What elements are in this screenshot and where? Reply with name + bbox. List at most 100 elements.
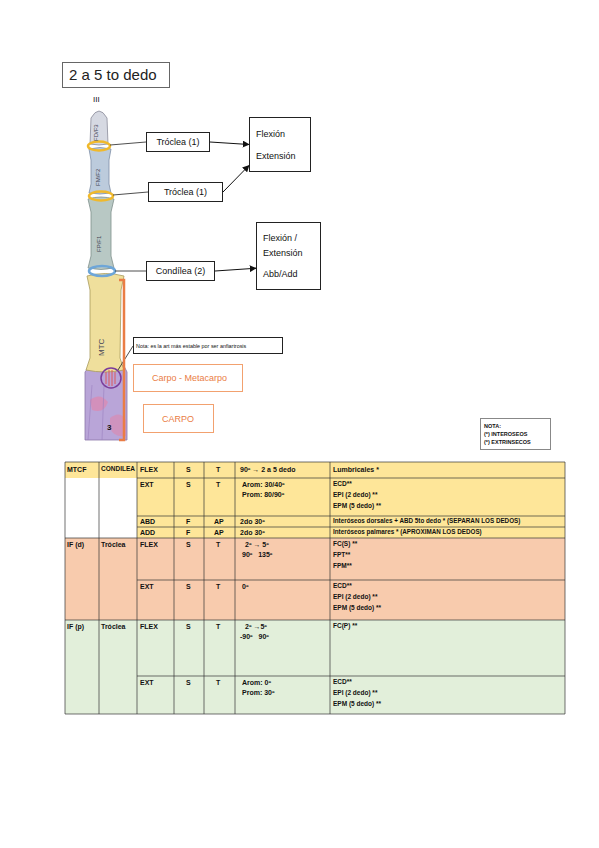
- carpal-detail: [90, 396, 108, 411]
- node-text: Flexión Extensión: [256, 123, 310, 167]
- node-text: (*) EXTRINSECOS: [484, 438, 550, 446]
- bone-label: III: [93, 96, 100, 104]
- table-cell: Tróclea: [101, 541, 126, 548]
- table-cell: EPI (2 dedo) **: [333, 690, 377, 697]
- table-cell: EXT: [140, 679, 154, 686]
- table-cell: FLEX: [140, 623, 158, 630]
- table-cell: AP: [214, 518, 224, 525]
- table-cell: FPT**: [333, 552, 350, 559]
- movement-box: Flexión Extensión: [249, 117, 311, 172]
- bone-label: MTC: [98, 339, 106, 356]
- table-cell: S: [186, 679, 191, 686]
- node-text: Carpo - Metacarpo: [152, 373, 242, 383]
- arrow-connector: [215, 268, 256, 271]
- table-cell: S: [186, 481, 191, 488]
- table-cell: ECD**: [333, 481, 352, 488]
- leader-line: [110, 142, 148, 370]
- joint-ring: [88, 142, 110, 151]
- key-note-box: NOTA:(*) INTEROSEOS(*) EXTRINSECOS: [480, 418, 551, 450]
- table-cell: Interóseos dorsales + ABD 5to dedo * (SE…: [333, 518, 520, 524]
- node-text: Condílea (2): [156, 266, 206, 276]
- table-cell: IF (d): [67, 541, 84, 548]
- movement-box: Flexión / ExtensiónAbb/Add: [256, 222, 321, 290]
- table-cell: FC(P) **: [333, 623, 357, 630]
- table-cell: FLEX: [140, 466, 158, 473]
- joint-type-box: Condílea (2): [146, 261, 215, 281]
- proximal-phalanx: [88, 197, 114, 270]
- table-cell: EPM (5 dedo) **: [333, 701, 381, 708]
- table-cell: Arom: 0º: [242, 679, 271, 686]
- table-cell: AP: [214, 529, 224, 536]
- table-cell: EXT: [140, 583, 154, 590]
- table-cell: FC(S) **: [333, 541, 357, 548]
- table-cell: Interóseos palmares * (APROXIMAN LOS DED…: [333, 529, 482, 535]
- arrow-connector: [223, 165, 249, 192]
- bracket: [119, 280, 124, 440]
- table-row-bg: [137, 478, 565, 538]
- table-cell: S: [186, 466, 191, 473]
- joint-type-box: Tróclea (1): [146, 132, 210, 152]
- table-cell: ECD**: [333, 583, 352, 590]
- table-cell: Tróclea: [101, 623, 126, 630]
- table-row-bg: [65, 620, 565, 714]
- middle-phalanx: [89, 148, 111, 195]
- table-cell: S: [186, 541, 191, 548]
- table-cell: 2º → 5º: [245, 541, 269, 548]
- table-cell: EPM (5 dedo) **: [333, 503, 381, 510]
- table-cell: 2º →5º: [245, 623, 267, 630]
- region-box: CARPO: [143, 404, 214, 433]
- joint-type-box: Tróclea (1): [148, 182, 223, 202]
- joint-ring: [89, 266, 115, 276]
- table-cell: ADD: [140, 529, 155, 536]
- table-cell: 90º 135º: [242, 551, 272, 558]
- bone-label: FP/F1: [96, 236, 102, 252]
- table-row-bg: [65, 462, 565, 478]
- table-cell: FLEX: [140, 541, 158, 548]
- table-cell: S: [186, 623, 191, 630]
- table-cell: Prom: 30º: [242, 689, 275, 696]
- table-cell: Prom: 80/90º: [242, 491, 284, 498]
- bone-label: 3: [107, 424, 111, 432]
- table-cell: S: [186, 583, 191, 590]
- table-cell: ABD: [140, 518, 155, 525]
- bone-label: FD/F3: [93, 124, 99, 141]
- node-text: Nota: es la art más estable por ser anfi…: [136, 343, 282, 349]
- table-cell: 0º: [242, 583, 248, 590]
- table-cell: Lumbricales *: [333, 466, 379, 473]
- node-text: CARPO: [162, 414, 213, 424]
- table-cell: IF (p): [67, 623, 84, 630]
- bone-label: FM/F2: [95, 169, 101, 186]
- table-cell: EXT: [140, 481, 154, 488]
- node-text: Abb/Add: [263, 267, 320, 282]
- node-text: (*) INTEROSEOS: [484, 430, 550, 438]
- table-cell: FPM**: [333, 563, 352, 570]
- table-cell: ECD**: [333, 679, 352, 686]
- table-cell: Arom: 30/40º: [242, 481, 285, 488]
- arrow-connector: [210, 142, 249, 145]
- carpal-bones: [85, 366, 127, 440]
- table-cell: T: [216, 583, 220, 590]
- diagram-title: 2 a 5 to dedo: [62, 62, 170, 88]
- joint-ring: [89, 192, 113, 201]
- node-text: NOTA:: [484, 422, 550, 430]
- table-cell: CONDILEA: [101, 466, 135, 473]
- note-box: Nota: es la art más estable por ser anfi…: [133, 337, 283, 354]
- table-cell: T: [216, 623, 220, 630]
- table-cell: EPI (2 dedo) **: [333, 492, 377, 499]
- table-cell: F: [186, 529, 190, 536]
- joint-circle: [101, 368, 121, 388]
- table-cell: T: [216, 541, 220, 548]
- carpal-detail: [88, 385, 104, 440]
- table-cell: T: [216, 466, 220, 473]
- distal-phalanx: [90, 111, 108, 145]
- table-cell: 90º → 2 a 5 dedo: [240, 466, 295, 473]
- region-box: Carpo - Metacarpo: [133, 364, 243, 392]
- table-cell: EPI (2 dedo) **: [333, 594, 377, 601]
- table-cell: EPM (5 dedo) **: [333, 605, 381, 612]
- table-cell: T: [216, 481, 220, 488]
- joint-hatch: [106, 370, 115, 386]
- node-text: Tróclea (1): [164, 187, 207, 197]
